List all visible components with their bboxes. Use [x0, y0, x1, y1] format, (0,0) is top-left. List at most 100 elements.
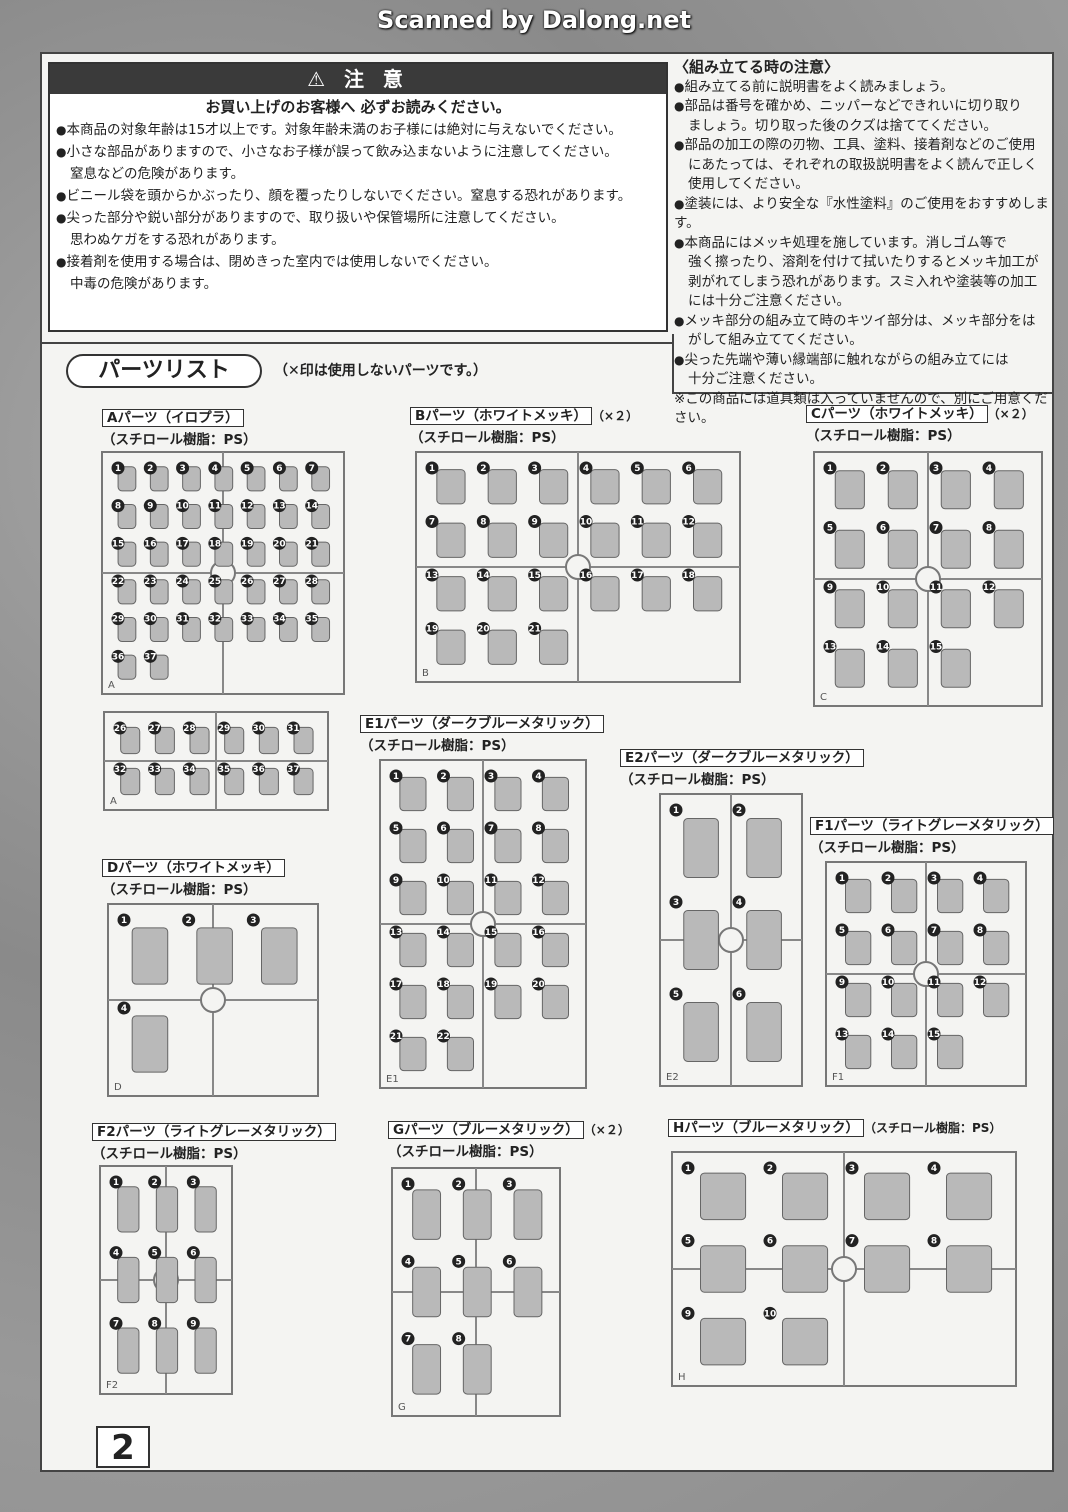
part-number: 27 — [148, 724, 161, 734]
part-shape — [746, 1002, 782, 1062]
runner-part: 30 — [252, 721, 279, 755]
part-number: 21 — [390, 1032, 403, 1042]
part-shape — [940, 470, 971, 510]
runner-part: 4 — [579, 461, 620, 505]
part-shape — [946, 1245, 993, 1293]
part-number: 35 — [218, 765, 231, 775]
part-number: 11 — [209, 502, 222, 512]
part-number: 27 — [273, 577, 286, 587]
part-number-badge — [845, 1234, 859, 1248]
part-number-badge — [927, 1234, 941, 1248]
part-number-badge — [208, 574, 222, 588]
runner-part: 7 — [401, 1332, 442, 1395]
part-number: 9 — [147, 502, 153, 512]
part-shape — [246, 541, 266, 567]
runner-part: 4 — [927, 1161, 993, 1221]
part-number: 12 — [974, 978, 987, 988]
runner-part: 6 — [272, 461, 298, 492]
part-number: 19 — [426, 625, 439, 635]
runner-part: 29 — [217, 721, 245, 755]
part-shape — [494, 880, 522, 916]
part-shape — [196, 927, 233, 985]
runner-part: 5 — [835, 923, 872, 966]
part-number: 34 — [183, 765, 196, 775]
part-shape — [940, 648, 971, 688]
runner-part: 24 — [176, 574, 201, 605]
divider — [42, 342, 672, 344]
part-number: 15 — [930, 643, 943, 653]
runner-part: 1 — [401, 1177, 442, 1240]
part-number: 30 — [144, 615, 157, 625]
part-number: 5 — [685, 1237, 691, 1247]
parts-list-title: パーツリスト — [66, 354, 262, 388]
runner-part: 25 — [208, 574, 234, 605]
part-number: 1 — [673, 806, 679, 816]
part-number: 12 — [241, 502, 254, 512]
part-number: 32 — [209, 615, 222, 625]
part-number-badge — [476, 568, 490, 582]
runner-part: 31 — [286, 721, 314, 755]
part-shape — [746, 818, 782, 878]
part-shape — [462, 1344, 492, 1395]
part-shape — [983, 982, 1010, 1018]
part-number-badge — [929, 580, 943, 594]
runner-label-c: Cパーツ（ホワイトメッキ）（×２）（スチロール樹脂：PS） — [806, 405, 1034, 444]
part-number-badge — [669, 803, 683, 817]
part-number-badge — [579, 515, 593, 528]
part-number-badge — [630, 568, 644, 582]
caution-subtitle: お買い上げのお客様へ 必ずお読みください。 — [205, 98, 511, 116]
runner-part: 3 — [528, 461, 569, 505]
part-number-badge — [148, 1246, 162, 1260]
instruction-sheet: ⚠ 注 意 お買い上げのお客様へ 必ずお読みください。 ●本商品の対象年齢は15… — [40, 52, 1054, 1472]
caution-item: ●小さな部品がありますので、小さなお子様が誤って飲み込まないように注意してくださ… — [56, 144, 618, 182]
runner-part: 1 — [117, 913, 169, 985]
part-shape — [436, 522, 466, 558]
runner-part: 5 — [823, 521, 865, 569]
part-number-badge — [272, 461, 286, 475]
runner-part: 9 — [835, 975, 872, 1018]
part-number-badge — [881, 923, 895, 937]
part-number-badge — [927, 1161, 941, 1175]
part-number: 5 — [152, 1249, 158, 1259]
runner-part: 16 — [143, 536, 169, 567]
part-number: 20 — [532, 980, 545, 990]
runner-tag: C — [820, 692, 827, 703]
runner-part: 2 — [437, 769, 474, 812]
part-number-badge — [401, 1332, 415, 1346]
part-number: 2 — [880, 464, 886, 474]
part-shape — [887, 589, 918, 629]
part-shape — [891, 982, 918, 1018]
part-number-badge — [452, 1332, 466, 1346]
part-shape — [937, 982, 964, 1018]
runner-part: 2 — [148, 1175, 179, 1233]
part-shape — [539, 629, 569, 665]
runner-part: 17 — [630, 568, 671, 612]
part-shape — [279, 579, 298, 605]
runner-part: 1 — [111, 461, 137, 492]
runner-part: 8 — [111, 499, 137, 530]
divider — [672, 392, 1054, 394]
runner-part: 37 — [286, 762, 314, 796]
part-shape — [845, 982, 872, 1018]
runner-part: 6 — [881, 923, 918, 966]
runner-part: 37 — [143, 649, 169, 680]
part-shape — [261, 927, 298, 985]
runner-part: 15 — [484, 925, 522, 968]
part-number-badge — [881, 1027, 895, 1041]
runner-part: 4 — [208, 461, 234, 492]
runner-part: 18 — [682, 568, 723, 612]
part-number-badge — [528, 568, 542, 582]
part-shape — [845, 930, 872, 966]
part-number-badge — [823, 640, 837, 653]
part-shape — [864, 1245, 911, 1293]
part-number: 2 — [152, 1178, 158, 1188]
part-number-badge — [732, 895, 746, 909]
part-number: 33 — [148, 765, 161, 775]
runner-part: 28 — [305, 574, 331, 605]
part-number-badge — [437, 769, 450, 783]
part-number: 6 — [506, 1257, 512, 1267]
runner-part: 11 — [630, 515, 671, 558]
runner-part: 3 — [929, 461, 971, 510]
part-number: 6 — [686, 464, 692, 474]
